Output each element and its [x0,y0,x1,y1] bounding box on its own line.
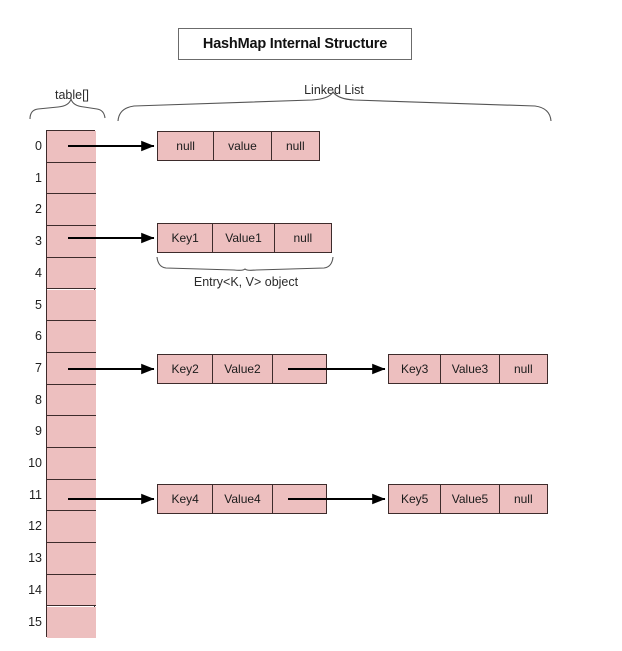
bucket-cell-13[interactable] [47,543,96,575]
row-index-8: 8 [35,392,42,407]
page-title: HashMap Internal Structure [202,36,388,52]
table-array-brace [29,97,106,120]
bucket-cell-10[interactable] [47,448,96,480]
linked-list-label: Linked List [304,83,364,97]
row-index-7: 7 [35,360,42,375]
entry-next: null [499,485,547,513]
row-index-1: 1 [35,170,42,185]
row-index-13: 13 [28,551,42,566]
entry-next: null [271,132,319,160]
row-index-14: 14 [28,582,42,597]
entry-next: null [274,224,331,252]
bucket-cell-0[interactable] [47,131,96,163]
row-index-5: 5 [35,297,42,312]
bucket-cell-7[interactable] [47,352,96,385]
row-index-6: 6 [35,329,42,344]
entry-value: Value1 [213,224,275,252]
entry-node-bucket11-1[interactable]: Key5 Value5 null [388,484,548,514]
entry-next: null [499,355,547,383]
bucket-cell-14[interactable] [47,574,96,607]
entry-key: Key4 [158,485,214,513]
bucket-cell-6[interactable] [47,321,96,353]
row-index-0: 0 [35,139,42,153]
bucket-cell-4[interactable] [47,257,96,290]
entry-value: value [214,132,272,160]
entry-value: Value3 [441,355,500,383]
entry-node-bucket7-1[interactable]: Key3 Value3 null [388,354,548,384]
entry-object-label: Entry<K, V> object [193,275,299,289]
entry-key: Key5 [389,485,442,513]
row-index-3: 3 [35,234,42,249]
row-index-10: 10 [28,456,42,470]
row-index-12: 12 [28,519,42,534]
entry-object-brace [156,256,334,271]
row-index-15: 15 [28,614,42,629]
bucket-cell-12[interactable] [47,511,96,544]
entry-next [272,485,326,513]
entry-key: Key2 [158,355,214,383]
entry-key: Key1 [158,224,214,252]
entry-node-bucket0-0[interactable]: null value null [157,131,320,161]
entry-value: Value2 [213,355,273,383]
bucket-cell-3[interactable] [47,226,96,258]
entry-key: null [158,132,215,160]
bucket-cell-8[interactable] [47,384,96,417]
entry-node-bucket11-0[interactable]: Key4 Value4 [157,484,327,514]
table-array-label: table[] [54,88,90,102]
entry-key: Key3 [389,355,442,383]
row-index-4: 4 [35,265,42,280]
bucket-cell-2[interactable] [47,194,96,227]
row-index-2: 2 [35,202,42,217]
entry-value: Value5 [441,485,500,513]
table-array [46,130,96,639]
entry-next [272,355,326,383]
entry-node-bucket3-0[interactable]: Key1 Value1 null [157,223,332,253]
bucket-cell-5[interactable] [47,289,96,322]
row-index-11: 11 [29,487,42,502]
bucket-cell-1[interactable] [47,162,96,195]
entry-node-bucket7-0[interactable]: Key2 Value2 [157,354,327,384]
row-index-9: 9 [35,424,42,439]
entry-value: Value4 [213,485,273,513]
diagram-title-box: HashMap Internal Structure [178,28,412,60]
bucket-cell-9[interactable] [47,416,96,448]
bucket-cell-11[interactable] [47,479,96,512]
bucket-cell-15[interactable] [47,606,96,639]
